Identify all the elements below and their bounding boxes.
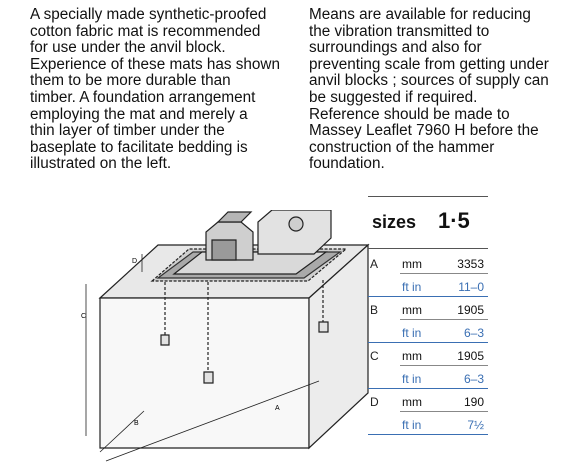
size-letter: D — [370, 395, 379, 409]
size-row-rule — [368, 388, 488, 389]
size-row-rule — [400, 273, 488, 274]
size-row-rule — [368, 342, 488, 343]
size-letter: A — [370, 257, 379, 271]
label-a: A — [275, 405, 280, 412]
sizes-top-rule — [368, 196, 488, 197]
size-value: 6–3 — [463, 372, 484, 386]
size-value: 1905 — [457, 303, 484, 317]
size-unit: mm — [402, 349, 422, 363]
size-value: 3353 — [457, 257, 484, 271]
size-value: 190 — [463, 395, 484, 409]
size-row-rule — [400, 411, 488, 412]
foundation-diagram: C B A D — [81, 210, 370, 462]
dimension-line-b — [99, 410, 145, 453]
size-row: ft in 11–0 — [368, 275, 488, 297]
label-c: C — [81, 313, 86, 320]
size-row-rule — [400, 365, 488, 366]
size-value: 1905 — [457, 349, 484, 363]
foundation-side-face — [308, 243, 369, 450]
mat-description-paragraph: A specially made synthetic-proofed cotto… — [30, 6, 280, 173]
size-unit: mm — [402, 257, 422, 271]
hammer-base — [257, 210, 332, 255]
size-value: 7½ — [467, 418, 484, 432]
size-row: ft in 6–3 — [368, 367, 488, 389]
dimension-line-a — [105, 380, 320, 462]
sizes-header-rule — [368, 248, 488, 249]
size-unit: ft in — [402, 418, 422, 432]
size-row-rule — [368, 296, 488, 297]
right-column: Means are available for reducing the vib… — [309, 6, 571, 173]
cylinder-bore — [288, 216, 304, 232]
size-unit: ft in — [402, 326, 422, 340]
sizes-header: sizes 1·5 — [370, 208, 486, 238]
size-row-rule — [400, 319, 488, 320]
size-unit: mm — [402, 395, 422, 409]
size-unit: ft in — [402, 372, 422, 386]
size-unit: ft in — [402, 280, 422, 294]
left-column: A specially made synthetic-proofed cotto… — [30, 6, 298, 173]
vibration-note-paragraph: Means are available for reducing the vib… — [309, 6, 549, 173]
size-row: ft in 7½ — [368, 413, 488, 435]
size-value: 11–0 — [458, 280, 484, 294]
pier-left-rear — [160, 334, 170, 346]
size-unit: mm — [402, 303, 422, 317]
anvil-top — [216, 211, 253, 223]
anvil-front — [211, 239, 237, 261]
pier-left-front — [203, 371, 214, 384]
size-value: 6–3 — [463, 326, 484, 340]
size-row-rule — [368, 434, 488, 435]
label-d: D — [132, 258, 137, 265]
size-letter: B — [370, 303, 379, 317]
sizes-heading: sizes — [372, 212, 417, 232]
sizes-model-number: 1·5 — [438, 208, 470, 233]
size-row: ft in 6–3 — [368, 321, 488, 343]
label-b: B — [134, 420, 139, 427]
pier-right — [318, 321, 329, 333]
size-letter: C — [370, 349, 379, 363]
